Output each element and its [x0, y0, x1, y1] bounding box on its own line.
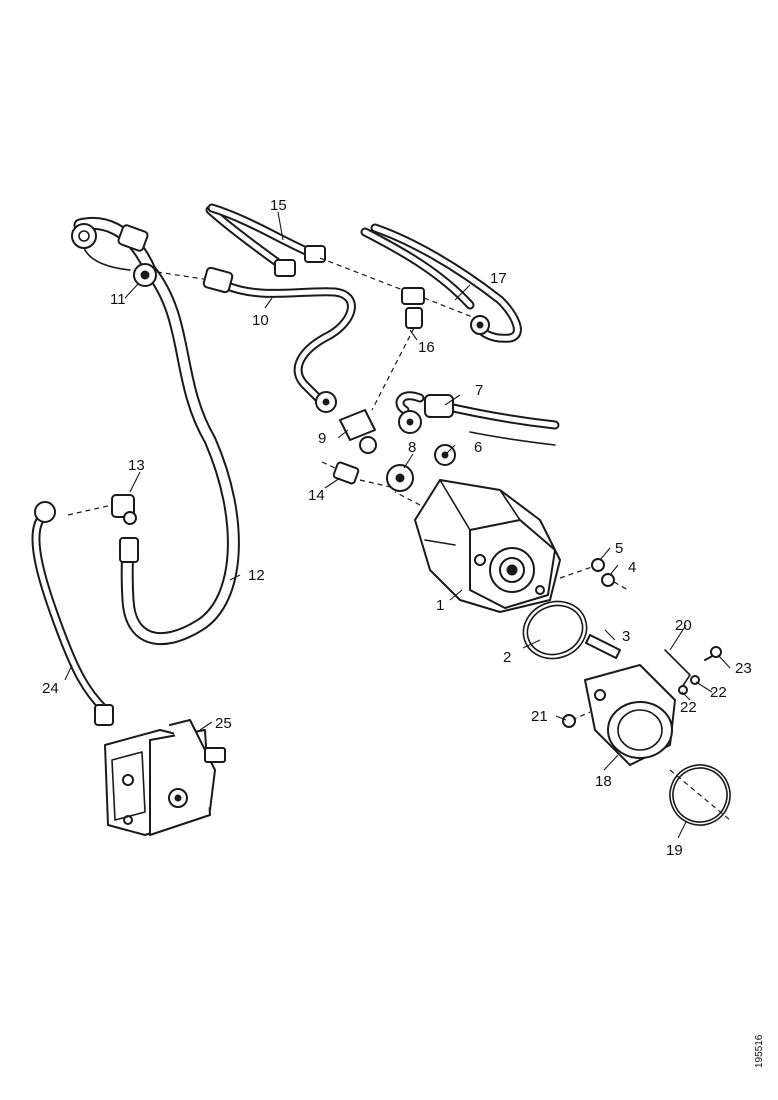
tee-fitting-16	[371, 287, 476, 411]
leader-lines	[64, 211, 731, 839]
label-11: 11	[110, 291, 126, 308]
adapter-housing-18	[571, 664, 676, 766]
label-18: 18	[595, 773, 612, 790]
label-13: 13	[128, 457, 145, 474]
label-3: 3	[622, 628, 630, 645]
label-7: 7	[475, 382, 483, 399]
tube-10	[202, 266, 356, 413]
fitting-8	[386, 410, 422, 492]
gear-pump-25	[104, 719, 226, 836]
tube-15	[205, 203, 409, 293]
washer-22	[678, 675, 700, 695]
label-1: 1	[436, 597, 444, 614]
label-23: 23	[735, 660, 752, 677]
label-8: 8	[408, 439, 416, 456]
tube-24	[31, 501, 114, 726]
bolt-23	[704, 646, 722, 661]
label-24: 24	[42, 680, 59, 697]
fitting-9	[339, 409, 377, 454]
label-22a: 22	[680, 699, 697, 716]
label-2: 2	[503, 649, 511, 666]
hose-7	[395, 391, 560, 446]
callout-labels: 15 17 16 7 6 8 9 14 10 11 13 12 1 2 3 5 …	[42, 197, 752, 859]
o-ring-19	[669, 764, 731, 826]
o-ring-2	[522, 600, 588, 660]
label-20: 20	[675, 617, 692, 634]
fitting-11	[133, 263, 211, 287]
label-22b: 22	[710, 684, 727, 701]
fitting-14	[321, 461, 396, 489]
label-19: 19	[666, 842, 683, 859]
label-5: 5	[615, 540, 623, 557]
elbow-fitting-top-left	[71, 223, 131, 271]
figure-reference-number: 195516	[754, 1034, 765, 1068]
bolt-5	[559, 558, 605, 579]
fitting-13	[67, 494, 137, 525]
plate-20	[664, 649, 691, 691]
label-12: 12	[248, 567, 265, 584]
label-15: 15	[270, 197, 287, 214]
nut-21	[562, 714, 576, 728]
label-16: 16	[418, 339, 435, 356]
label-17: 17	[490, 270, 507, 287]
label-10: 10	[252, 312, 269, 329]
shaft-3	[585, 634, 621, 659]
label-9: 9	[318, 430, 326, 447]
label-21: 21	[531, 708, 548, 725]
main-pump-1	[394, 479, 561, 613]
tube-17	[360, 223, 522, 343]
label-25: 25	[215, 715, 232, 732]
label-4: 4	[628, 559, 636, 576]
label-6: 6	[474, 439, 482, 456]
bolt-4	[601, 573, 629, 591]
label-14: 14	[308, 487, 325, 504]
